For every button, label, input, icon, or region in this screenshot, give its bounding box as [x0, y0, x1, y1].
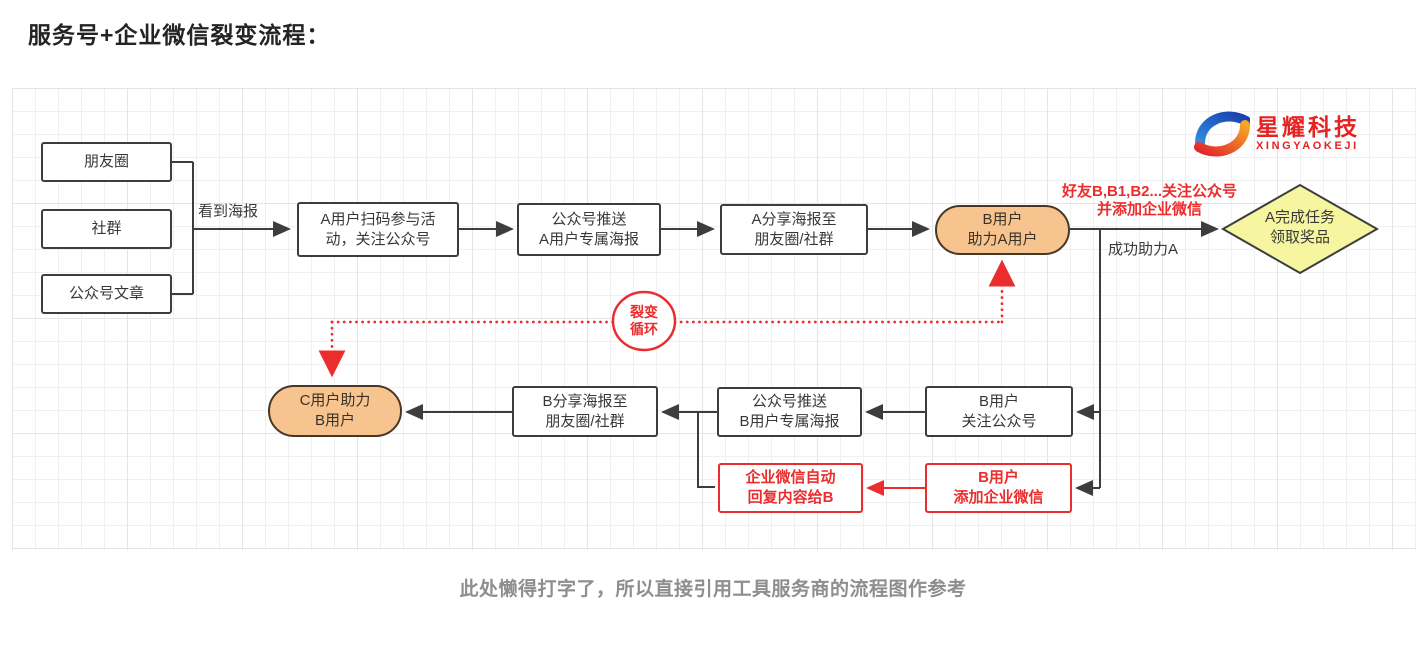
- logo: 星耀科技 XINGYAOKEJI: [1192, 108, 1360, 160]
- node-label: 公众号文章: [68, 285, 144, 302]
- node-label-line: A用户专属海报: [538, 230, 639, 248]
- node-b-follow: B用户 关注公众号: [925, 386, 1073, 437]
- node-b-add-wework: B用户 添加企业微信: [925, 463, 1072, 513]
- node-a-reward: A完成任务 领取奖品: [1223, 208, 1377, 248]
- node-label: 朋友圈: [83, 153, 129, 170]
- node-label-line: 公众号推送: [751, 393, 827, 410]
- node-official-article: 公众号文章: [41, 274, 172, 314]
- loop-line: 裂变: [630, 304, 658, 320]
- node-label-line: A分享海报至: [751, 210, 837, 228]
- caption-text: 此处懒得打字了，所以直接引用工具服务商的流程图作参考: [459, 579, 967, 600]
- node-label-line: B用户: [314, 412, 355, 429]
- node-b-help-a: B用户 助力A用户: [935, 205, 1070, 255]
- node-label-line: 领取奖品: [1269, 229, 1330, 246]
- logo-name-en: XINGYAOKEJI: [1256, 140, 1359, 152]
- node-a-share: A分享海报至 朋友圈/社群: [720, 204, 868, 255]
- diamond-shape: [1220, 183, 1380, 275]
- node-b-share: B分享海报至 朋友圈/社群: [512, 386, 658, 437]
- node-label-line: 公众号推送: [551, 210, 627, 228]
- node-a-scan: A用户扫码参与活 动，关注公众号: [297, 202, 459, 257]
- note-friends-follow: 好友B,B1,B2...关注公众号 并添加企业微信: [1042, 183, 1257, 219]
- node-label-line: 添加企业微信: [953, 489, 1044, 506]
- node-push-b-poster: 公众号推送 B用户专属海报: [717, 387, 862, 437]
- node-label: 社群: [91, 220, 122, 237]
- node-label-line: 关注公众号: [961, 412, 1037, 430]
- node-label-line: 回复内容给B: [747, 489, 834, 506]
- edge-label-success-help-a: 成功助力A: [1108, 241, 1179, 258]
- node-label-line: B用户: [982, 211, 1023, 228]
- node-c-help-b: C用户助力 B用户: [268, 385, 402, 437]
- node-label-line: B用户: [978, 392, 1019, 410]
- loop-label: 裂变 循环: [613, 304, 675, 338]
- loop-circle: [611, 290, 677, 352]
- connector-lines: [172, 161, 1380, 496]
- node-label-line: 朋友圈/社群: [545, 412, 625, 430]
- node-label-line: 企业微信自动: [745, 469, 836, 486]
- logo-name-cn: 星耀科技: [1256, 114, 1360, 140]
- logo-text: 星耀科技 XINGYAOKEJI: [1256, 115, 1360, 153]
- logo-s-icon: [1194, 111, 1250, 157]
- node-push-a-poster: 公众号推送 A用户专属海报: [517, 203, 661, 256]
- loop-line: 循环: [630, 321, 658, 337]
- node-moments: 朋友圈: [41, 142, 172, 182]
- note-line: 好友B,B1,B2...关注公众号: [1061, 183, 1238, 200]
- node-label-line: A用户扫码参与活: [320, 210, 436, 228]
- node-label-line: B用户专属海报: [739, 413, 840, 430]
- node-label-line: B分享海报至: [542, 392, 628, 410]
- node-label-line: B用户: [978, 469, 1019, 486]
- node-wework-auto-reply: 企业微信自动 回复内容给B: [718, 463, 863, 513]
- note-line: 并添加企业微信: [1096, 201, 1202, 218]
- node-label-line: A完成任务: [1264, 209, 1335, 226]
- node-label-line: 动，关注公众号: [325, 230, 431, 248]
- node-label-line: 朋友圈/社群: [754, 230, 834, 248]
- node-community: 社群: [41, 209, 172, 249]
- node-label-line: 助力A用户: [967, 231, 1038, 248]
- node-label-line: C用户助力: [299, 392, 371, 409]
- edge-label-see-poster: 看到海报: [198, 203, 259, 220]
- flowchart-board: 朋友圈 社群 公众号文章 看到海报 A用户扫码参与活 动，关注公众号 公众号推送…: [12, 88, 1416, 550]
- page-title: 服务号+企业微信裂变流程：: [28, 22, 331, 48]
